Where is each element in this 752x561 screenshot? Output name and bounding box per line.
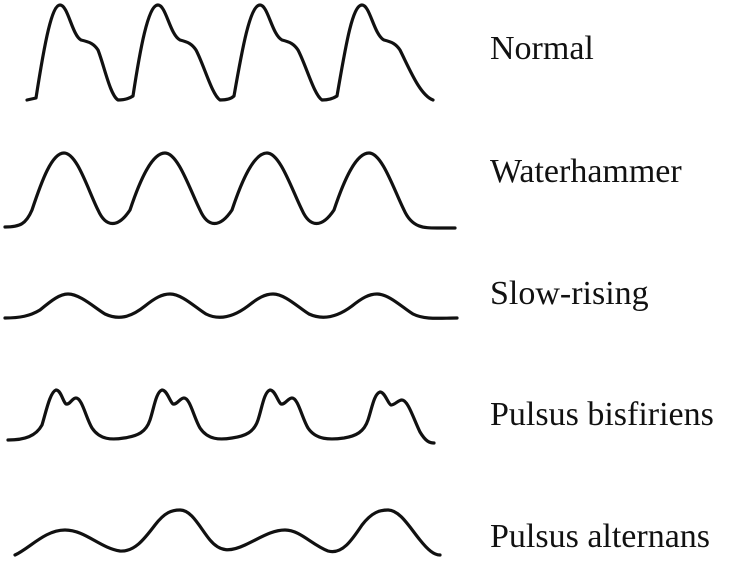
normal-pulse-waveform xyxy=(25,3,435,102)
bisferiens-label: Pulsus bisfiriens xyxy=(490,396,714,433)
alternans-label: Pulsus alternans xyxy=(490,518,711,555)
waterhammer-pulse-waveform xyxy=(3,151,457,230)
slow-rising-pulse-waveform xyxy=(3,292,459,320)
waterhammer-label: Waterhammer xyxy=(490,153,682,190)
alternans-pulse-waveform xyxy=(13,508,442,557)
slow-rising-label: Slow-rising xyxy=(490,275,649,312)
bisferiens-pulse-waveform xyxy=(6,388,436,445)
normal-label: Normal xyxy=(490,30,594,67)
